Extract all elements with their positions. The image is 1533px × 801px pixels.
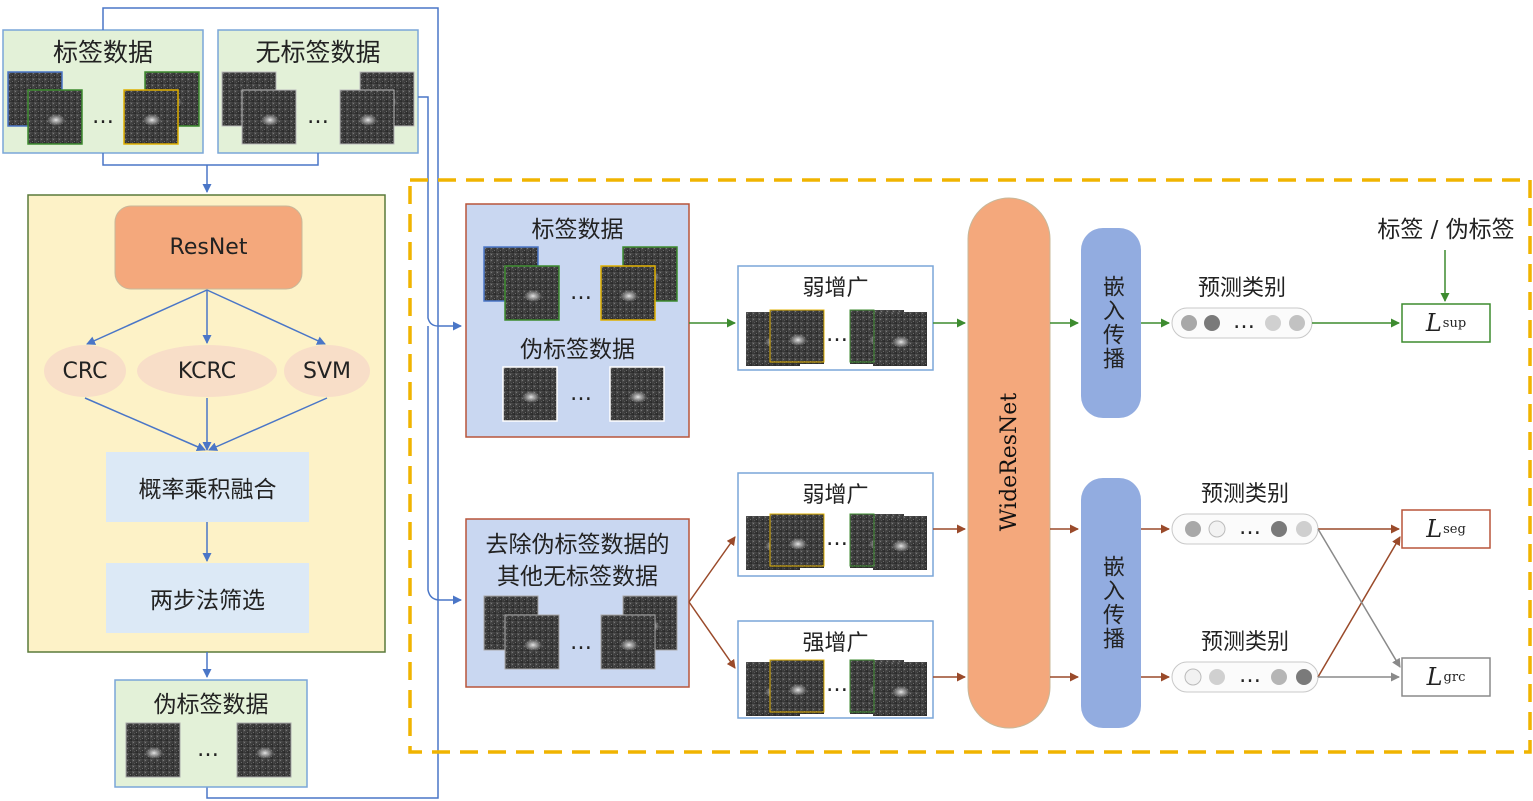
group2-title-line2: 其他无标签数据 [497, 564, 658, 590]
resnet-box [114, 205, 303, 290]
ellipsis: … [570, 381, 592, 406]
ellipsis: … [826, 672, 848, 697]
two-step-box [106, 563, 309, 633]
loss-sup-box [1401, 303, 1491, 343]
unlabeled-data-title: 无标签数据 [255, 38, 381, 67]
prediction-vector-1 [1171, 307, 1313, 339]
kcrc-label: KCRC [177, 358, 237, 384]
ellipsis: … [1239, 663, 1261, 688]
group2-thumbnails [483, 595, 678, 670]
panel-arrows [84, 289, 328, 678]
prediction-vector-2 [1171, 513, 1319, 545]
ssl-dashed-frame [408, 178, 1532, 754]
pred-class-label-1: 预测类别 [1197, 276, 1286, 301]
crc-ellipse [44, 345, 126, 397]
ellipsis: … [92, 104, 114, 129]
svm-ellipse [284, 345, 370, 397]
crc-label: CRC [62, 358, 108, 384]
loss-seg-box [1401, 509, 1491, 549]
two-step-label: 两步法筛选 [150, 588, 265, 614]
unlabeled-thumbnails [221, 71, 415, 145]
ellipsis: … [197, 737, 219, 762]
labeled-data-title: 标签数据 [52, 38, 153, 67]
resnet-label: ResNet [169, 235, 248, 260]
kcrc-ellipse [137, 345, 277, 397]
labeled-thumbnails [7, 71, 200, 145]
group1-labeled-title: 标签数据 [531, 217, 624, 243]
fusion-box [106, 452, 309, 522]
embed-prop-block-1 [1081, 228, 1141, 418]
svm-label: SVM [303, 358, 351, 384]
group1-pseudo-title: 伪标签数据 [520, 337, 635, 363]
label-pseudo-label: 标签 / 伪标签 [1377, 217, 1515, 243]
labeled-flow-arrows [689, 250, 1450, 328]
embed-prop-label-1: 嵌入传播 [1099, 275, 1124, 371]
pseudo-thumbnails [125, 722, 292, 778]
weak-aug-label-1: 弱增广 [802, 276, 869, 301]
fusion-label: 概率乘积融合 [138, 477, 277, 503]
ellipsis: … [307, 104, 329, 129]
weak-aug-label-2: 弱增广 [802, 483, 869, 508]
wideresnet-block [967, 197, 1051, 729]
embed-prop-block-2 [1081, 478, 1141, 728]
pred-class-label-2: 预测类别 [1200, 482, 1289, 507]
ellipsis: … [1233, 309, 1255, 334]
top-connectors [102, 7, 462, 799]
prediction-vector-3 [1171, 661, 1319, 693]
unlabeled-flow-arrows [688, 524, 1401, 682]
ellipsis: … [826, 322, 848, 347]
ellipsis: … [570, 280, 592, 305]
ellipsis: … [1239, 515, 1261, 540]
ellipsis: … [570, 630, 592, 655]
pred-class-label-3: 预测类别 [1200, 630, 1289, 655]
augmentation-thumbnails [746, 309, 927, 716]
ellipsis: … [826, 526, 848, 551]
group1-thumbnails [483, 246, 678, 422]
pseudo-label-data-title: 伪标签数据 [153, 692, 269, 718]
graph-loss-arrows [1317, 528, 1401, 682]
embed-prop-label-2: 嵌入传播 [1099, 555, 1124, 651]
strong-aug-label: 强增广 [802, 631, 869, 656]
loss-grc-box [1401, 657, 1491, 697]
group2-title-line1: 去除伪标签数据的 [485, 532, 670, 558]
wideresnet-label: WideResNet [996, 392, 1022, 532]
